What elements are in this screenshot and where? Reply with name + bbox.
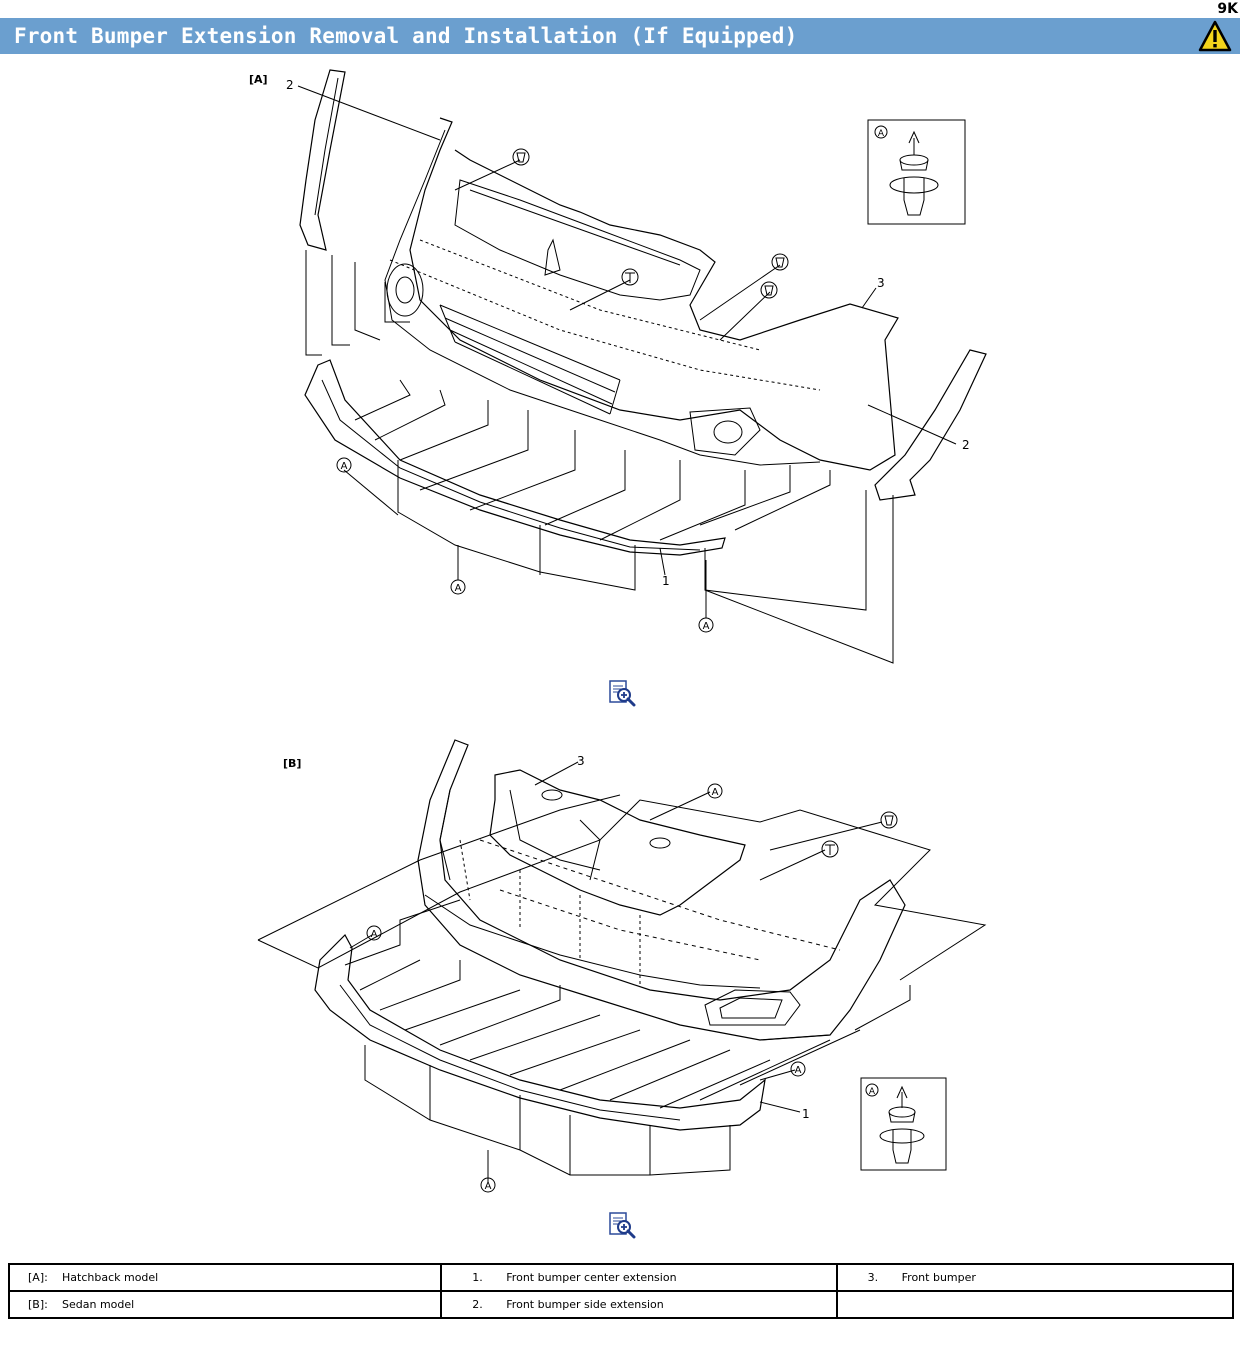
zoom-in-document-icon[interactable]: [608, 1211, 636, 1239]
section-code: 9K: [1217, 1, 1238, 17]
figure-a-label: [A]: [249, 73, 268, 86]
clip-marker-a: A: [869, 1087, 876, 1097]
clip-marker-a: A: [795, 1065, 802, 1076]
legend-text: Sedan model: [62, 1298, 135, 1311]
legend-row: [B]: Sedan model 2. Front bumper side exte…: [7, 1290, 1235, 1319]
clip-marker-a: A: [341, 461, 348, 472]
callout-2: 2: [962, 438, 970, 452]
callout-1: 1: [662, 574, 670, 588]
legend-key: [A]:: [28, 1271, 48, 1284]
clip-marker-a: A: [485, 1181, 492, 1192]
warning-triangle-icon[interactable]: [1198, 20, 1232, 52]
clip-marker-a: A: [371, 929, 378, 940]
legend-cell: [B]: Sedan model: [7, 1290, 443, 1319]
callout-3: 3: [877, 276, 885, 290]
legend-cell: [A]: Hatchback model: [7, 1263, 443, 1292]
legend-text: Front bumper center extension: [506, 1271, 677, 1284]
callout-1: 1: [802, 1107, 810, 1121]
legend-key: 2.: [472, 1298, 483, 1311]
legend-cell: 3. Front bumper: [835, 1263, 1235, 1292]
legend-key: 3.: [867, 1271, 879, 1284]
legend-cell: 2. Front bumper side extension: [440, 1290, 838, 1319]
legend-key: 1.: [472, 1271, 483, 1284]
figure-b-diagram: A A A A 3 1 A: [257, 739, 987, 1193]
figure-b-label: [B]: [283, 757, 302, 770]
legend-text: Front bumper side extension: [506, 1298, 664, 1311]
zoom-in-document-icon[interactable]: [608, 679, 636, 707]
legend-cell: [835, 1290, 1235, 1319]
legend-cell: 1. Front bumper center extension: [440, 1263, 838, 1292]
clip-marker-a: A: [703, 621, 710, 632]
callout-2: 2: [286, 78, 294, 92]
legend-row: [A]: Hatchback model 1. Front bumper cente…: [7, 1263, 1235, 1292]
legend-text: Hatchback model: [62, 1271, 159, 1284]
figure-a-diagram: A A A 2 3 2 1 A: [286, 69, 987, 664]
legend-key: [B]:: [28, 1298, 48, 1311]
legend-table: [A]: Hatchback model 1. Front bumper cente…: [7, 1263, 1235, 1319]
clip-marker-a: A: [455, 583, 462, 594]
clip-marker-a: A: [712, 787, 719, 798]
legend-text: Front bumper: [901, 1271, 976, 1284]
clip-marker-a: A: [878, 129, 885, 139]
callout-3: 3: [577, 754, 585, 768]
page-title: Front Bumper Extension Removal and Insta…: [14, 24, 798, 48]
title-bar: Front Bumper Extension Removal and Insta…: [0, 18, 1240, 54]
